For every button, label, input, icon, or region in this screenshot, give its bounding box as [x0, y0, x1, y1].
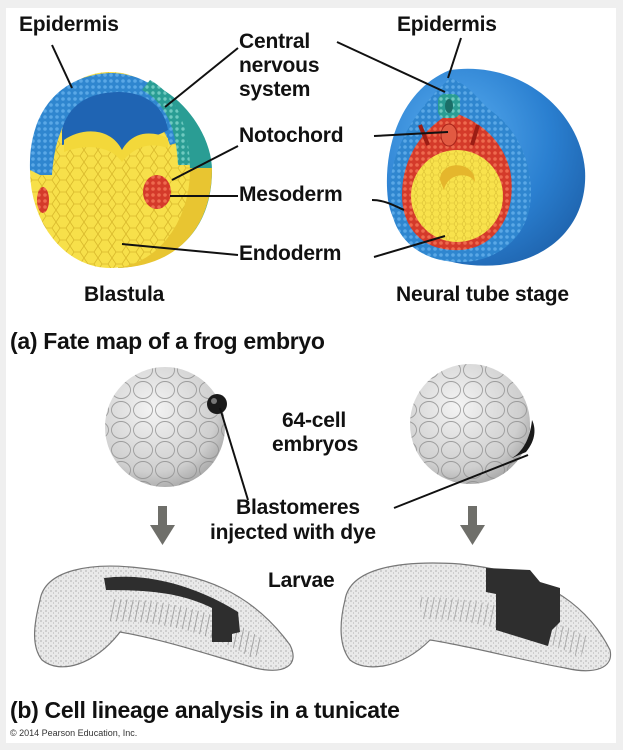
leader-endoderm-left [121, 243, 239, 256]
title-neural-tube-stage: Neural tube stage [396, 283, 569, 306]
label-64-cell-line2: embryos [272, 433, 359, 456]
leader-notochord-right [373, 131, 449, 137]
arrow-down-icon-left [150, 506, 175, 545]
leader-cns-left [164, 47, 239, 108]
label-cns-line3: system [239, 78, 311, 101]
larva-right [340, 562, 612, 672]
larva-left [33, 565, 294, 671]
leader-notochord-left [171, 145, 239, 181]
copyright-notice: © 2014 Pearson Education, Inc. [10, 728, 138, 738]
leader-lines-a [51, 37, 462, 258]
blastula-diagram [29, 72, 212, 268]
caption-part-b: (b) Cell lineage analysis in a tunicate [10, 697, 400, 723]
label-blastomeres-line1: Blastomeres [236, 496, 360, 519]
leader-epidermis-right [447, 37, 462, 79]
label-larvae: Larvae [268, 569, 335, 592]
neural-tube-diagram [386, 68, 586, 266]
label-epidermis-neural-tube: Epidermis [397, 13, 497, 36]
embryo-64-cell-right [410, 364, 535, 484]
caption-part-a: (a) Fate map of a frog embryo [10, 328, 325, 354]
leader-cns-right [336, 41, 446, 93]
title-blastula: Blastula [84, 283, 165, 306]
label-epidermis-blastula: Epidermis [19, 13, 119, 36]
leader-endoderm-right [373, 235, 446, 258]
embryo-64-cell-left [105, 367, 227, 487]
leader-lines-b [219, 407, 529, 509]
leader-mesoderm-right [371, 199, 405, 211]
leader-injected-left [219, 407, 249, 501]
label-endoderm: Endoderm [239, 242, 342, 265]
leader-injected-right [393, 454, 529, 509]
arrow-down-icon-right [460, 506, 485, 545]
label-cns-line1: Central [239, 30, 310, 53]
label-notochord: Notochord [239, 124, 344, 147]
label-64-cell-line1: 64-cell [282, 409, 346, 432]
leader-epidermis-left [51, 44, 73, 89]
label-blastomeres-line2: injected with dye [210, 521, 376, 544]
label-mesoderm: Mesoderm [239, 183, 343, 206]
label-cns-line2: nervous [239, 54, 320, 77]
